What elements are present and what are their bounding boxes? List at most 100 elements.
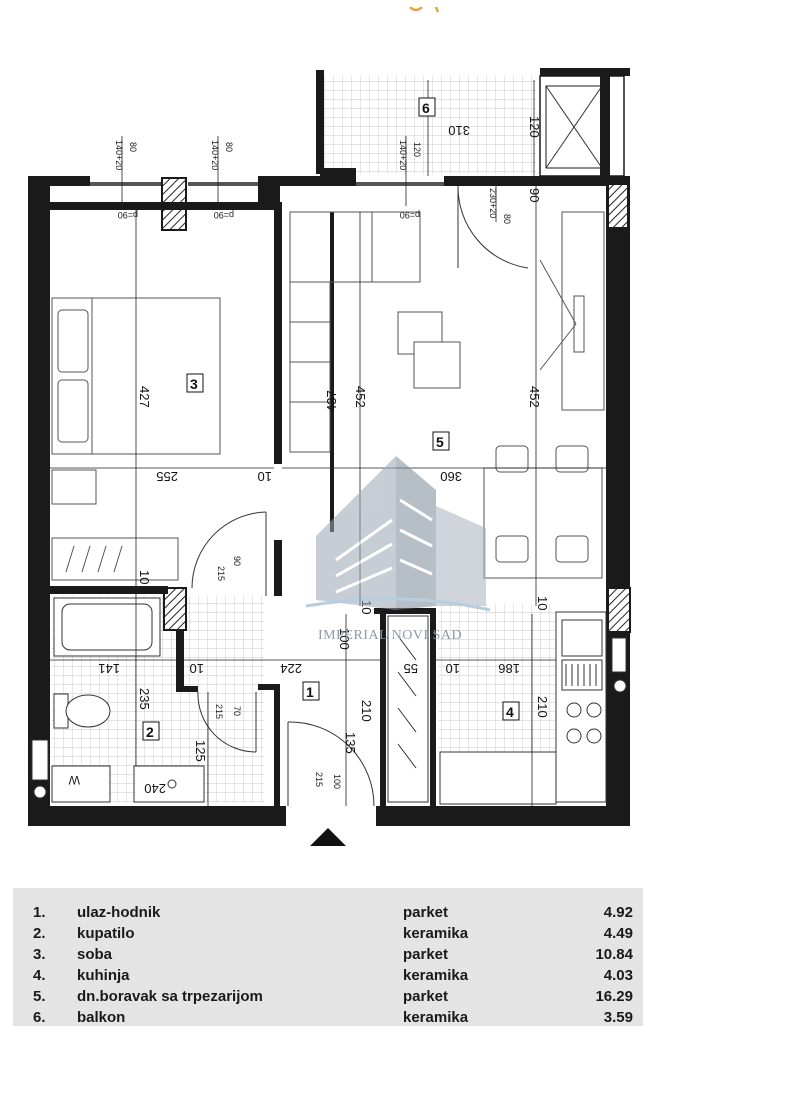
room-number-1: 1 (306, 684, 314, 700)
legend-area: 3.59 (603, 1009, 633, 1026)
door-label: 90 (232, 556, 242, 566)
dim-label: 240 (144, 781, 166, 796)
legend-room-name: soba (77, 946, 113, 963)
door-label: 100 (332, 774, 342, 789)
room-markers: 3 5 6 1 2 4 (142, 97, 520, 741)
window-label: 230+20 (488, 188, 498, 218)
legend-row: 4. kuhinja keramika 4.03 (13, 965, 643, 986)
sink-drain (167, 779, 177, 789)
dim-label: 141 (98, 661, 120, 676)
balcony-area (316, 68, 630, 177)
column (607, 183, 629, 229)
legend-flooring: keramika (403, 1009, 469, 1026)
window-label: 80 (224, 142, 234, 152)
window-label: 80 (502, 214, 512, 224)
legend-room-name: kupatilo (77, 925, 135, 942)
legend-number: 5. (33, 988, 46, 1005)
watermark-logo (305, 456, 491, 612)
legend-number: 4. (33, 967, 46, 984)
legend-row: 5. dn.boravak sa trpezarijom parket 16.2… (13, 986, 643, 1007)
legend-number: 1. (33, 904, 46, 921)
floor-plan: 427 255 10 437 452 452 360 310 120 90 10… (28, 68, 631, 846)
dim-label: 427 (137, 386, 152, 408)
window-label: 80 (128, 142, 138, 152)
room-number-2: 2 (146, 724, 154, 740)
doors (191, 185, 529, 807)
toilet (53, 693, 111, 729)
watermark-text: IMPERIAL NOVI SAD (318, 628, 463, 643)
legend-flooring: keramika (403, 967, 469, 984)
legend-area: 10.84 (595, 946, 633, 963)
sofa (289, 211, 421, 453)
dim-label: 90 (527, 188, 542, 202)
legend-number: 3. (33, 946, 46, 963)
interior-walls (50, 202, 436, 808)
dim-label: 10 (258, 469, 272, 484)
dim-label: 100 (337, 628, 352, 650)
column (607, 587, 631, 633)
legend-row: 3. soba parket 10.84 (13, 944, 643, 965)
window-label: 120 (412, 142, 422, 157)
dim-label: 452 (527, 386, 542, 408)
dim-label: 135 (343, 732, 358, 754)
window-label: 140+20 (210, 140, 220, 170)
dim-label: 186 (498, 661, 520, 676)
dim-label: 235 (137, 688, 152, 710)
dim-label: 10 (190, 661, 204, 676)
room-number-5: 5 (436, 434, 444, 450)
legend-number: 2. (33, 925, 46, 942)
room-number-3: 3 (190, 376, 198, 392)
exterior-walls (28, 168, 630, 826)
room-legend: 1. ulaz-hodnik parket 4.92 2. kupatilo k… (13, 888, 643, 1026)
washing-machine (51, 765, 111, 803)
column (163, 587, 187, 631)
dim-label: 310 (448, 123, 470, 138)
legend-area: 4.49 (603, 925, 633, 942)
kitchen-tiles (438, 604, 556, 752)
legend-area: 16.29 (595, 988, 633, 1005)
wardrobe (387, 615, 429, 803)
legend-flooring: parket (403, 904, 449, 921)
parapet-label: p=90 (400, 210, 420, 220)
dim-label: 10 (137, 570, 152, 584)
dim-label: 224 (280, 661, 302, 676)
legend-flooring: parket (403, 946, 449, 963)
washer-label: W (68, 773, 80, 787)
meter-icon (33, 785, 47, 799)
dim-label: 120 (527, 116, 542, 138)
legend-flooring: keramika (403, 925, 469, 942)
parapet-label: p=90 (118, 210, 138, 220)
door-label: 215 (216, 566, 226, 581)
dim-label: 210 (535, 696, 550, 718)
kitchen-counter (439, 611, 627, 805)
entrance-arrow-icon (310, 828, 346, 846)
window-label: 140+20 (398, 140, 408, 170)
door-label: 70 (232, 706, 242, 716)
legend-row: 2. kupatilo keramika 4.49 (13, 923, 643, 944)
legend-room-name: balkon (77, 1009, 126, 1026)
room-number-4: 4 (506, 704, 514, 720)
dimension-labels: 427 255 10 437 452 452 360 310 120 90 10… (98, 116, 550, 796)
dining-table (483, 445, 603, 579)
dim-label: 125 (193, 740, 208, 762)
radiator (31, 739, 49, 781)
dim-label: 360 (440, 469, 462, 484)
dim-label: 210 (359, 700, 374, 722)
legend-flooring: parket (403, 988, 449, 1005)
dim-label: 255 (156, 469, 178, 484)
door-label: 215 (314, 772, 324, 787)
coffee-table (413, 341, 461, 389)
legend-row: 6. balkon keramika 3.59 (13, 1007, 643, 1028)
parapet-label: p=90 (214, 210, 234, 220)
tv-unit (539, 211, 605, 411)
legend-row: 1. ulaz-hodnik parket 4.92 (13, 902, 643, 923)
legend-room-name: dn.boravak sa trpezarijom (77, 988, 263, 1005)
legend-room-name: ulaz-hodnik (77, 904, 161, 921)
legend-number: 6. (33, 1009, 46, 1026)
logo-fragment (400, 0, 450, 13)
sink (133, 765, 205, 803)
opening-labels: 140+20 80 140+20 80 140+20 120 230+20 80… (68, 140, 512, 789)
door-label: 215 (214, 704, 224, 719)
dimension-lines (50, 80, 606, 806)
legend-area: 4.03 (603, 967, 633, 984)
